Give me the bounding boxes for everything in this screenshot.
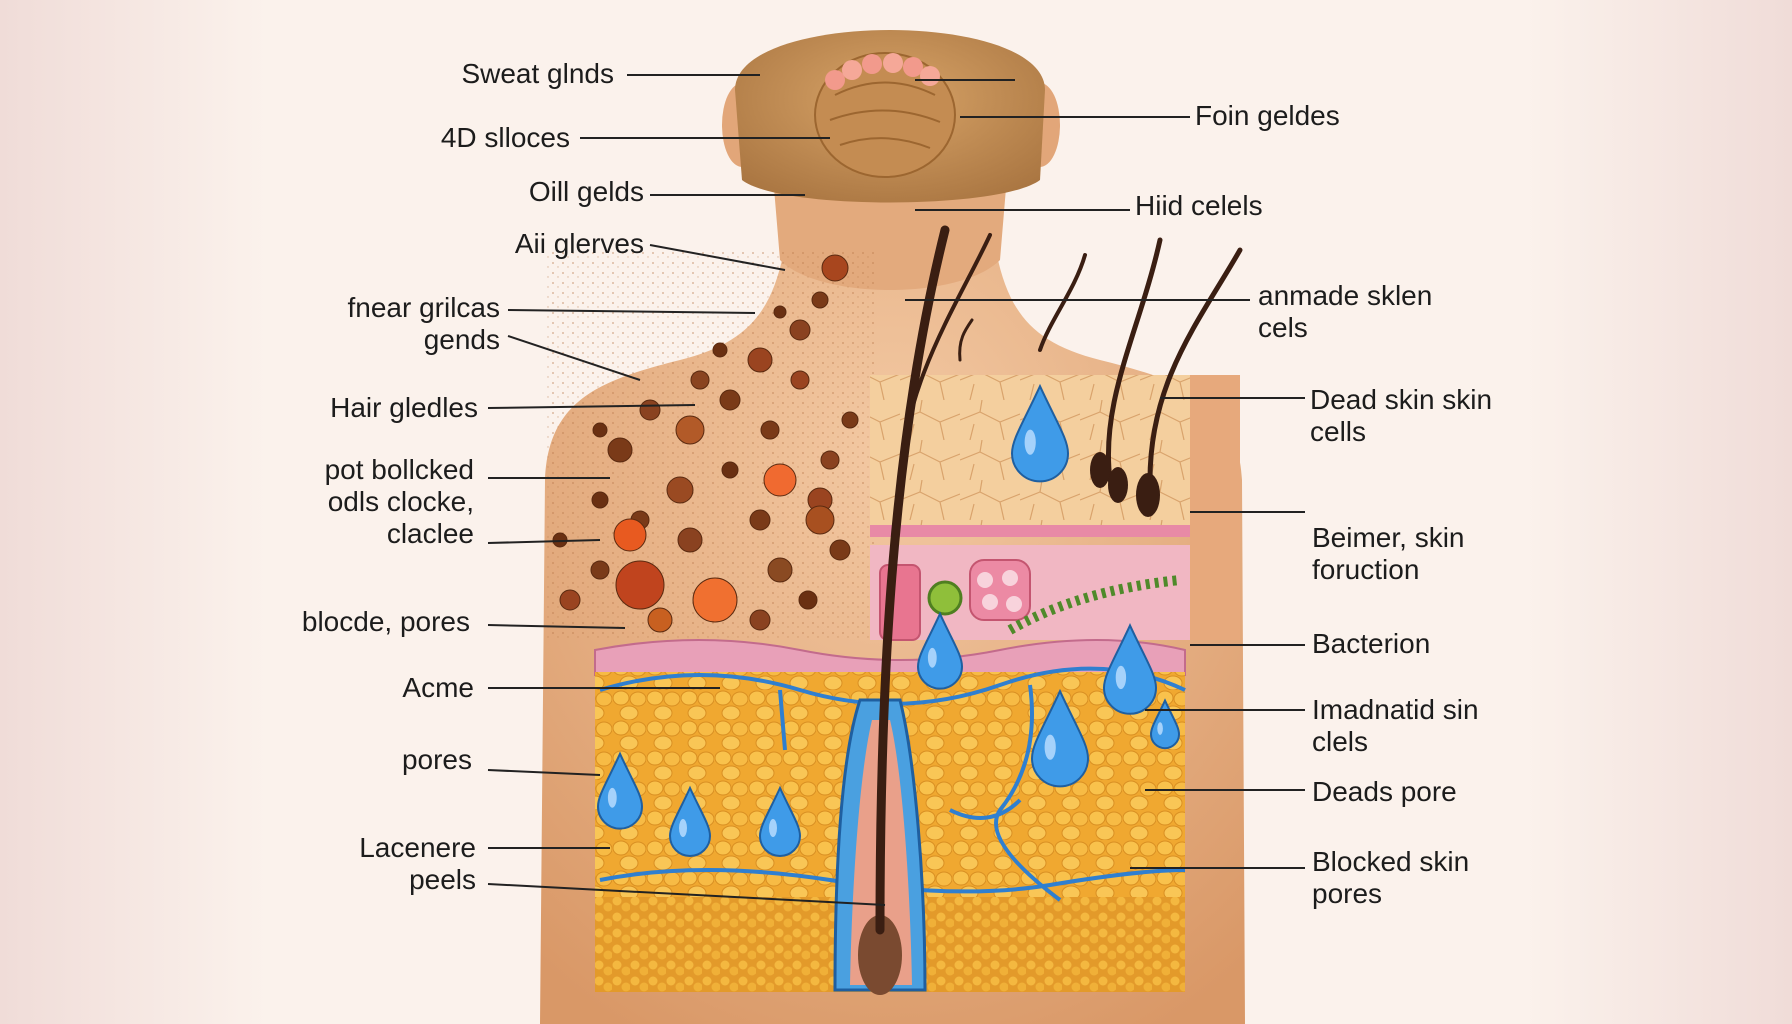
leader-line (487, 404, 696, 409)
acne-spot (811, 291, 829, 309)
label-oill-gelds: Oill gelds (528, 176, 644, 207)
droplet-highlight (607, 787, 617, 808)
acne-spot (763, 463, 797, 497)
acne-spot (767, 557, 793, 583)
droplet-highlight (1115, 665, 1127, 690)
acne-spot (749, 609, 771, 631)
water-droplet (1010, 383, 1070, 483)
acne-spot (712, 342, 728, 358)
water-droplet (596, 751, 644, 830)
label-pot-bollcked: pot bollcked odls clocke, claclee (324, 454, 474, 549)
acne-spot (749, 509, 771, 531)
label-acme: Acme (402, 672, 474, 703)
water-droplet (1149, 698, 1181, 750)
label-imadnatid-sin-clels: Imadnatid sin clels (1312, 694, 1479, 757)
acne-spot (607, 437, 633, 463)
acne-spot (692, 577, 738, 623)
label-anmade-sklen-cels: anmade sklen cels (1258, 280, 1433, 343)
label-dead-skin-cells: Dead skin skin cells (1310, 384, 1493, 447)
pink-band (870, 525, 1190, 537)
leader-line (507, 309, 756, 314)
acne-spot (639, 399, 661, 421)
acne-spot (773, 305, 787, 319)
leader-line (487, 769, 601, 776)
droplet-highlight (679, 819, 687, 837)
droplet-highlight (1024, 429, 1036, 455)
water-droplet (758, 785, 802, 857)
water-droplet (916, 611, 964, 690)
acne-spot (592, 422, 608, 438)
label-foin-geldes: Foin geldes (1195, 100, 1340, 131)
acne-spot (719, 389, 741, 411)
acne-spot (721, 461, 739, 479)
water-droplet (668, 785, 712, 857)
leader-line (487, 539, 601, 544)
acne-spot (821, 254, 849, 282)
label-blocde-pores: blocde, pores (301, 606, 470, 637)
acne-spot (690, 370, 710, 390)
acne-spot (591, 491, 609, 509)
droplet-highlight (769, 819, 777, 837)
leader-line (487, 624, 626, 629)
acne-spot (747, 347, 773, 373)
label-lacenere-peels: Lacenere peels (359, 832, 476, 895)
leader-line (507, 335, 641, 381)
skin-edge (1190, 375, 1240, 640)
label-hair-gledles: Hair gledles (330, 392, 478, 423)
hair-scrunchie (825, 53, 940, 90)
acne-spot (760, 420, 780, 440)
acne-spot (798, 590, 818, 610)
hair-roots (1090, 452, 1160, 517)
label-deads-pore: Deads pore (1312, 776, 1457, 807)
leader-line (649, 244, 786, 271)
label-hiid-celels: Hiid celels (1135, 190, 1263, 221)
droplet-highlight (1044, 734, 1056, 760)
acne-spot (805, 505, 835, 535)
leader-line (487, 883, 886, 906)
leader-lines (487, 74, 1305, 906)
acne-spot (820, 450, 840, 470)
acne-spot (647, 607, 673, 633)
acne-spot (841, 411, 859, 429)
acne-spot (559, 589, 581, 611)
acne-spot (789, 319, 811, 341)
hair-bun (814, 52, 956, 178)
acne-spot (675, 415, 705, 445)
label-beimer-skin-foruction: Beimer, skin foruction (1312, 522, 1465, 585)
acne-spot (590, 560, 610, 580)
water-droplets (596, 383, 1181, 857)
label-fnear-grilcas-gends: fnear grilcas gends (347, 292, 500, 355)
acne-spot (615, 560, 665, 610)
hair-strands (875, 225, 1243, 935)
water-droplet (1102, 623, 1158, 715)
label-blocked-skin-pores: Blocked skin pores (1312, 846, 1470, 909)
acne-spot (666, 476, 694, 504)
label-sweat-glnds: Sweat glnds (461, 58, 614, 89)
acne-spot (677, 527, 703, 553)
label-bacterion: Bacterion (1312, 628, 1431, 659)
label-pores: pores (401, 744, 472, 775)
label-aii-glerves: Aii glerves (514, 228, 644, 259)
acne-spot (790, 370, 810, 390)
label-4d-slloces: 4D slloces (440, 122, 570, 153)
droplet-highlight (1157, 722, 1163, 735)
droplet-highlight (927, 647, 937, 668)
water-droplet (1030, 688, 1090, 788)
acne-spot (829, 539, 851, 561)
acne-spot (613, 518, 647, 552)
